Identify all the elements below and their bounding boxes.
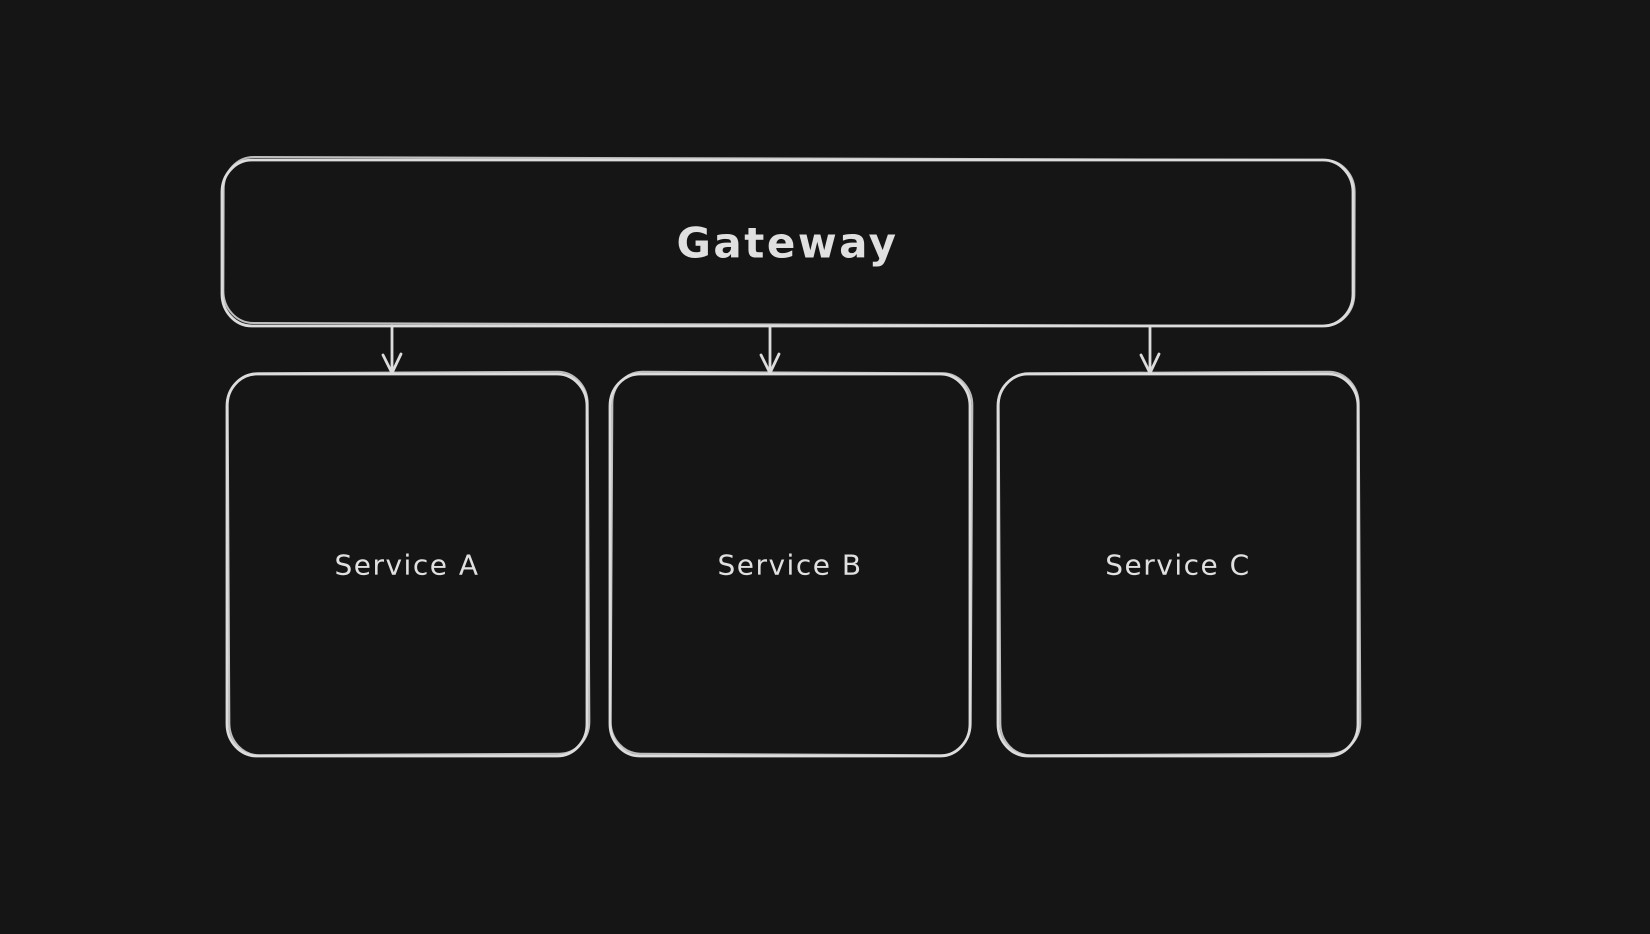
edge-gateway-service-b[interactable] [759,324,781,375]
edge-gateway-service-c[interactable] [1139,324,1161,375]
gateway-box[interactable] [220,156,1356,328]
node-label-gateway[interactable]: Gateway [676,218,899,268]
service-c-box[interactable] [996,370,1362,758]
service-a-box[interactable] [225,370,591,758]
node-label-service-b[interactable]: Service B [717,548,863,582]
node-label-service-a[interactable]: Service A [334,548,480,582]
edge-gateway-service-a[interactable] [381,324,403,375]
service-b-box[interactable] [608,370,974,758]
node-label-service-c[interactable]: Service C [1105,548,1251,582]
